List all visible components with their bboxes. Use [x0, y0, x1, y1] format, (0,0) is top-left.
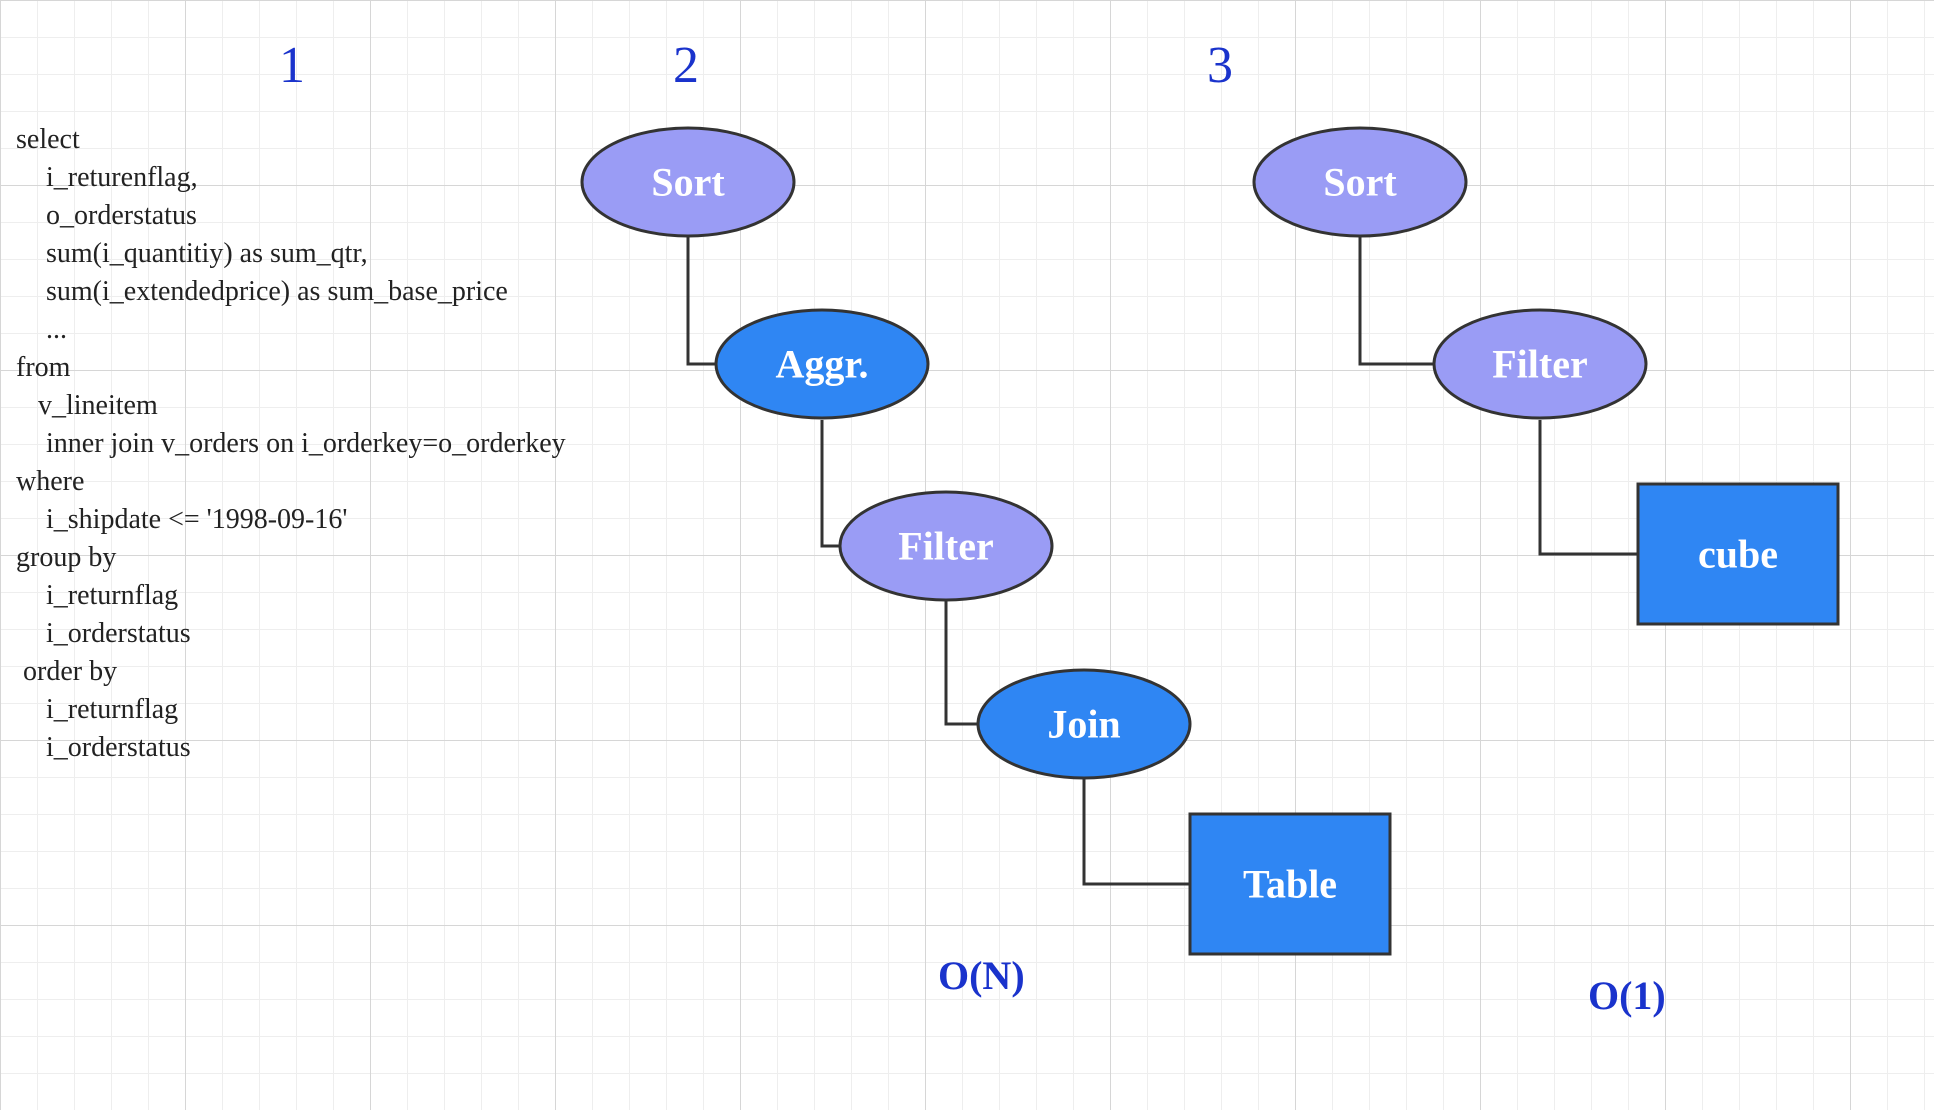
edge-filter-join [944, 600, 978, 726]
edge-filter-cube [1538, 420, 1638, 556]
sql-line: from [16, 352, 71, 383]
sql-line: i_orderstatus [46, 618, 191, 649]
node-table: Table [1188, 812, 1392, 956]
node-join-label: Join [1047, 702, 1120, 747]
column-number-3: 3 [1207, 37, 1233, 94]
node-cube: cube [1636, 482, 1840, 626]
sql-line: i_shipdate <= '1998-09-16' [46, 504, 348, 535]
sql-line: sum(i_extendedprice) as sum_base_price [46, 276, 508, 307]
sql-line: group by [16, 542, 117, 573]
node-aggr: Aggr. [714, 308, 930, 420]
node-table-label: Table [1243, 862, 1337, 907]
sql-line: inner join v_orders on i_orderkey=o_orde… [46, 428, 566, 459]
node-filter: Filter [838, 490, 1054, 602]
node-filter-label: Filter [898, 524, 994, 569]
edge-sort-filter-3 [1358, 237, 1434, 366]
sql-line: v_lineitem [38, 390, 158, 421]
node-cube-label: cube [1698, 532, 1778, 577]
sql-line: ... [46, 314, 67, 345]
complexity-plan-2: O(N) [938, 953, 1025, 998]
sql-query: select i_returenflag, o_orderstatus sum(i_q… [16, 121, 566, 767]
sql-line: select [16, 124, 80, 155]
sql-line: i_returenflag, [46, 162, 198, 193]
node-join: Join [976, 668, 1192, 780]
sql-line: i_returnflag [46, 580, 179, 611]
node-sort-label: Sort [651, 160, 725, 205]
sql-line: i_returnflag [46, 694, 179, 725]
node-sort: Sort [580, 126, 796, 238]
sql-line: order by [23, 656, 118, 687]
sql-line: sum(i_quantitiy) as sum_qtr, [46, 238, 368, 269]
node-aggr-label: Aggr. [776, 342, 869, 387]
edge-join-table [1082, 777, 1190, 886]
sql-line: i_orderstatus [46, 732, 191, 763]
edge-aggr-filter [820, 420, 840, 548]
node-filter-3-label: Filter [1492, 342, 1588, 387]
node-filter-3: Filter [1432, 308, 1648, 420]
node-sort-3: Sort [1252, 126, 1468, 238]
complexity-plan-3: O(1) [1588, 973, 1666, 1018]
column-number-1: 1 [279, 37, 305, 94]
column-number-2: 2 [673, 37, 699, 94]
node-sort-3-label: Sort [1323, 160, 1397, 205]
sql-line: where [16, 466, 85, 497]
sql-line: o_orderstatus [46, 200, 197, 231]
edge-sort-aggr [686, 237, 716, 366]
